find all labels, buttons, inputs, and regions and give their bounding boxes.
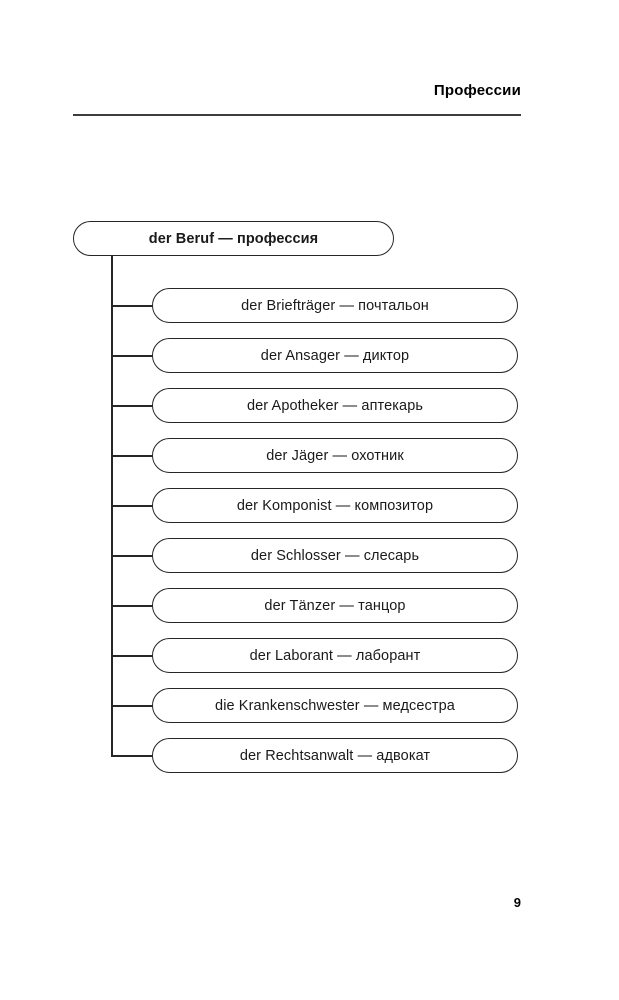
tree-child-node: der Rechtsanwalt — адвокат [152, 738, 518, 773]
tree-connector-stub [111, 604, 153, 607]
tree-connector-stub [111, 554, 153, 557]
tree-root-node: der Beruf — профессия [73, 221, 394, 256]
tree-connector-stub [111, 654, 153, 657]
tree-child-node: der Ansager — диктор [152, 338, 518, 373]
running-head: Профессии [73, 82, 521, 100]
header-divider [73, 114, 521, 116]
tree-connector-stub [111, 304, 153, 307]
tree-child-node: der Briefträger — почтальон [152, 288, 518, 323]
page-title: Профессии [433, 82, 521, 99]
tree-child-node: der Tänzer — танцор [152, 588, 518, 623]
page-number: 9 [513, 895, 521, 910]
tree-child-node: der Komponist — композитор [152, 488, 518, 523]
tree-child-node: der Schlosser — слесарь [152, 538, 518, 573]
tree-connector-stub [111, 404, 153, 407]
tree-child-node: der Apotheker — аптекарь [152, 388, 518, 423]
tree-child-node: der Jäger — охотник [152, 438, 518, 473]
tree-child-node: die Krankenschwester — медсестра [152, 688, 518, 723]
tree-connector-stub [111, 454, 153, 457]
tree-child-node: der Laborant — лаборант [152, 638, 518, 673]
tree-connector-stub [111, 354, 153, 357]
tree-connector-stub [111, 754, 153, 757]
tree-connector-stub [111, 504, 153, 507]
tree-connector-stub [111, 704, 153, 707]
